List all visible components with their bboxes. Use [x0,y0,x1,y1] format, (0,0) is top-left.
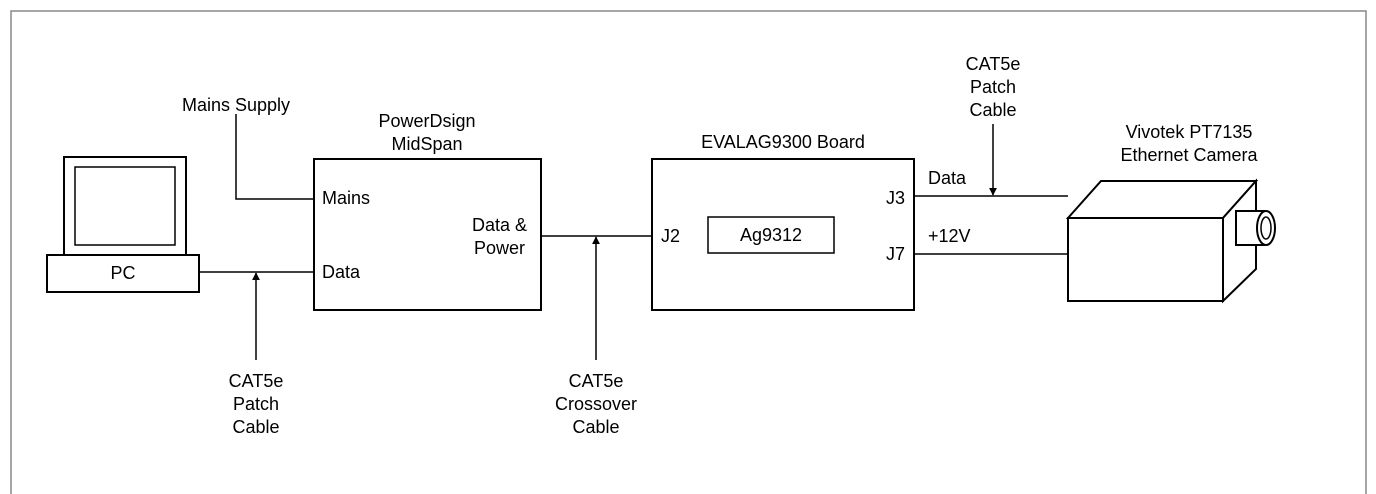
camera-label: Vivotek PT7135 Ethernet Camera [1120,121,1257,167]
pc-cable-line2: Patch [232,394,280,414]
pc-cable-line3: Cable [232,417,280,437]
pc-box [46,254,200,293]
crossover-cable-line1: CAT5e [568,371,624,391]
midspan-port-out-line1: Data & [471,215,527,235]
midspan-port-data: Data [322,262,361,282]
midspan-title-line1: PowerDsign [378,111,476,131]
camera-cable-line3: Cable [969,100,1017,120]
board-port-j2: J2 [661,226,681,246]
pc-cable-line1: CAT5e [228,371,284,391]
midspan-port-out-line2: Power [473,238,525,258]
midspan-port-mains: Mains [322,188,371,208]
mains-wire [235,114,314,200]
board-port-j3: J3 [885,188,905,208]
crossover-cable-line3: Cable [572,417,620,437]
diagram-frame [10,10,1367,494]
midspan-title: PowerDsign MidSpan [378,110,475,156]
crossover-cable-label: CAT5e Crossover Cable [555,370,637,439]
camera-label-line2: Ethernet Camera [1120,145,1258,165]
chip-label: Ag9312 [739,225,803,245]
camera-label-line1: Vivotek PT7135 [1125,122,1253,142]
camera-cable-line1: CAT5e [965,54,1021,74]
crossover-cable-line2: Crossover [554,394,638,414]
board-title: EVALAG9300 Board [701,132,865,152]
power-wire-label: +12V [928,226,971,246]
pc-cable-label: CAT5e Patch Cable [229,370,284,439]
mains-supply-label: Mains Supply [181,95,291,115]
camera-cable-line2: Patch [969,77,1017,97]
pc-label: PC [110,263,136,283]
camera-cable-label: CAT5e Patch Cable [966,53,1021,122]
pc-monitor-icon [63,156,187,256]
midspan-title-line2: MidSpan [391,134,463,154]
midspan-box [313,158,542,311]
board-port-j7: J7 [885,244,905,264]
midspan-port-out: Data & Power [472,214,527,260]
camera-icon [1065,178,1276,304]
chip-box [707,216,835,254]
data-wire-label: Data [928,168,967,188]
